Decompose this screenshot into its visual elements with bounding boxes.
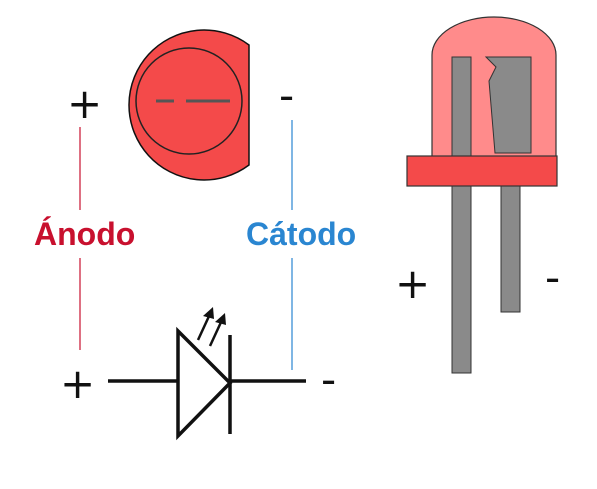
led-cathode-anvil bbox=[484, 56, 532, 154]
led-plus-sign: + bbox=[395, 259, 430, 308]
top-plus-sign: + bbox=[67, 79, 102, 128]
arrowhead-1-icon bbox=[203, 307, 214, 319]
arrowhead-2-icon bbox=[215, 313, 226, 325]
anode-label: Ánodo bbox=[34, 216, 135, 252]
led-anode-leg bbox=[451, 56, 472, 374]
led-top-view bbox=[128, 29, 250, 181]
led-schematic-symbol bbox=[108, 313, 306, 441]
light-arrow-2 bbox=[208, 319, 224, 347]
led-minus-sign: - bbox=[545, 253, 560, 302]
led-side-view bbox=[406, 16, 558, 374]
symbol-diode-triangle bbox=[176, 326, 233, 441]
led-top-inner-ring bbox=[135, 47, 243, 155]
cathode-label: Cátodo bbox=[246, 216, 356, 252]
led-cathode-leg bbox=[500, 185, 521, 313]
led-top-outline bbox=[128, 29, 250, 181]
symbol-plus-sign: + bbox=[60, 359, 95, 408]
top-minus-sign: - bbox=[279, 71, 294, 120]
symbol-minus-sign: - bbox=[321, 355, 336, 404]
led-flange bbox=[406, 155, 558, 187]
light-arrow-1 bbox=[196, 313, 212, 341]
